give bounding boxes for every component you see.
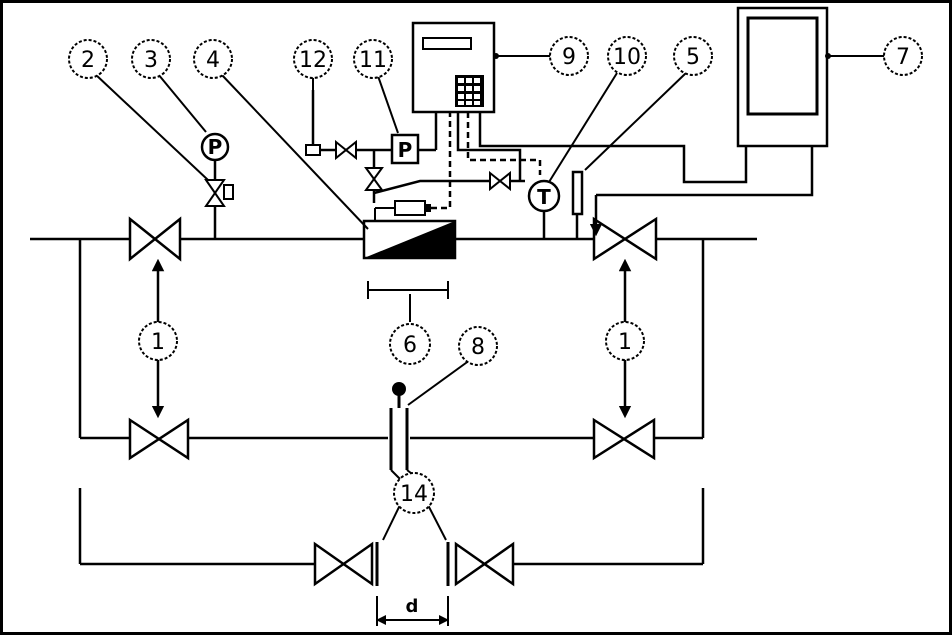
spool-pipe [78, 488, 705, 566]
valve-spool-left[interactable] [313, 541, 374, 587]
callout-8-label: 8 [471, 335, 485, 360]
leader-dot-7 [825, 53, 831, 59]
callout-11-label: 11 [359, 48, 387, 73]
transmitter-root-valve[interactable] [364, 167, 384, 191]
bypass-flange-pair [389, 408, 409, 470]
spool-flanges [375, 542, 450, 586]
callout-12-label: 12 [299, 48, 327, 73]
temperature-branch-valve[interactable] [489, 170, 511, 192]
sampling-probe [571, 170, 584, 239]
callout-10-label: 10 [613, 45, 641, 70]
callout-4-label: 4 [206, 48, 220, 73]
meter-signal-dashed [431, 112, 452, 210]
callout-10: 10 [607, 36, 647, 76]
flow-computer[interactable] [411, 21, 496, 114]
temperature-branch-line [373, 112, 525, 195]
transmitter-block-valve[interactable] [335, 139, 357, 161]
callout-7-label: 7 [896, 45, 910, 70]
flow-meter[interactable] [362, 200, 457, 260]
callout-1-left-label: 1 [151, 330, 165, 355]
bypass-pipe [78, 239, 705, 440]
pressure-transmitter[interactable]: P [390, 133, 420, 165]
keypad-icon [455, 75, 484, 107]
meter-length-dimension [367, 281, 449, 299]
pressure-gauge: P [200, 132, 230, 162]
callout-8: 8 [458, 326, 498, 366]
callout-4: 4 [193, 39, 233, 79]
test-connection [305, 144, 321, 156]
valve-main-right[interactable] [592, 216, 658, 262]
control-panel[interactable] [736, 6, 829, 148]
temperature-sensor: T [527, 179, 561, 213]
pressure-gauge-label: P [208, 135, 223, 159]
leader-dot-9 [493, 53, 499, 59]
callout-2-label: 2 [81, 48, 95, 73]
valve-bypass-right[interactable] [592, 417, 656, 461]
callout-12: 12 [293, 39, 333, 79]
callout-5: 5 [673, 36, 713, 76]
temperature-signal-dashed [466, 112, 542, 175]
callout-3-label: 3 [144, 48, 158, 73]
callout-1-left: 1 [138, 321, 178, 361]
callout-11: 11 [353, 39, 393, 79]
valve-main-left[interactable] [128, 216, 182, 262]
callout-1-right-label: 1 [618, 330, 632, 355]
callout-14: 14 [393, 472, 435, 514]
callout-14-label: 14 [400, 482, 428, 507]
callout-5-label: 5 [686, 45, 700, 70]
panel-signal-lines [478, 112, 814, 197]
callout-2: 2 [68, 39, 108, 79]
callout-7: 7 [883, 36, 923, 76]
gauge-isolation-valve[interactable] [204, 179, 234, 207]
pressure-transmitter-label: P [398, 138, 413, 162]
callout-1-right: 1 [605, 321, 645, 361]
spool-length-label: d [406, 596, 419, 617]
callout-9: 9 [549, 36, 589, 76]
callout-6-label: 6 [403, 333, 417, 358]
test-probe [392, 382, 406, 408]
temperature-sensor-label: T [537, 185, 551, 209]
callout-3: 3 [131, 39, 171, 79]
valve-spool-right[interactable] [454, 541, 515, 587]
callout-9-label: 9 [562, 45, 576, 70]
callout-6: 6 [389, 323, 431, 365]
valve-bypass-left[interactable] [128, 417, 190, 461]
